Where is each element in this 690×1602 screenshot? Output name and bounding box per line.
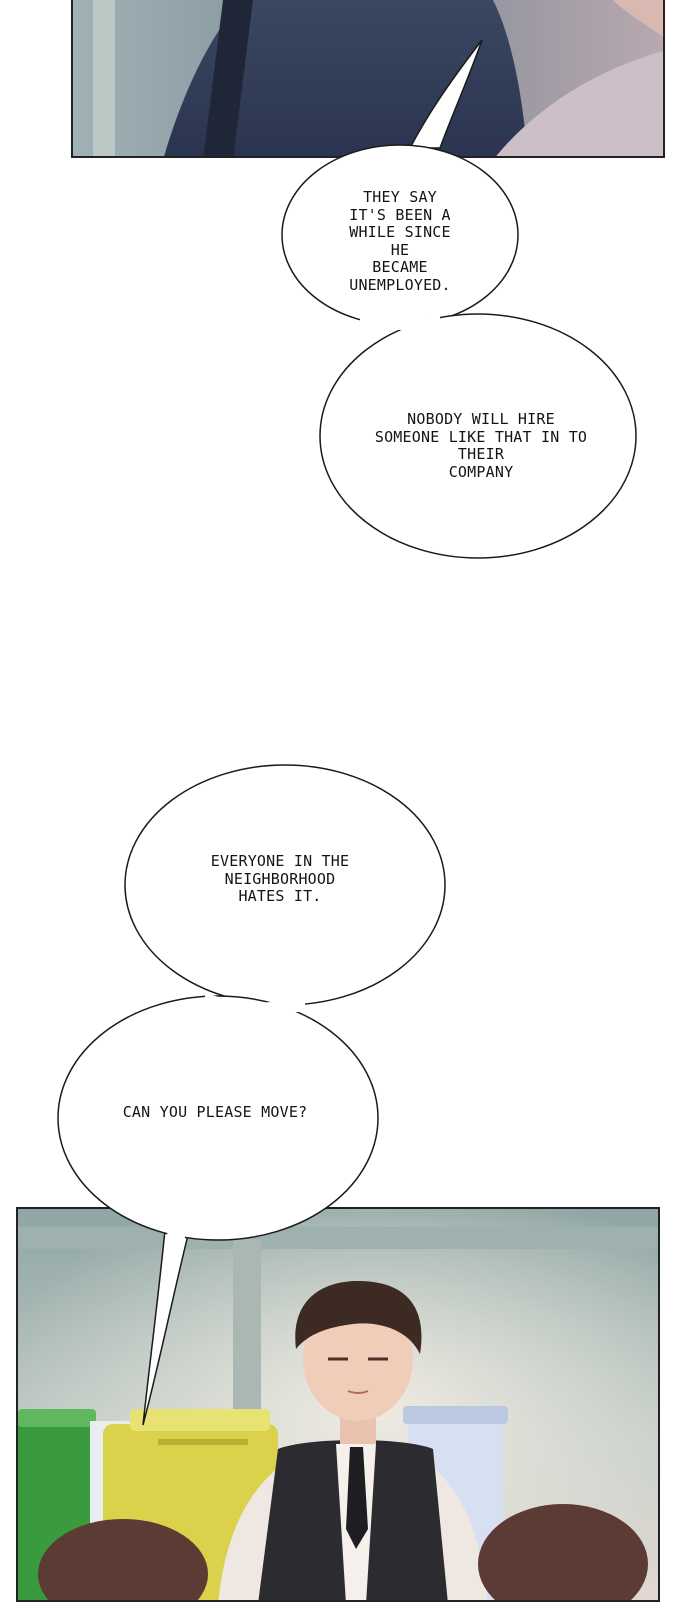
panel-bottom-artwork <box>18 1209 658 1600</box>
background-pillar <box>93 0 115 156</box>
foreground-head-left <box>38 1519 208 1600</box>
speech-bubble-4-text: CAN YOU PLEASE MOVE? <box>122 1103 308 1121</box>
bubble-join-1-2 <box>360 312 440 330</box>
foreground-head-right <box>478 1504 648 1600</box>
panel-top-artwork <box>73 0 663 156</box>
bubble-join-3-4 <box>205 992 305 1012</box>
speech-bubble-3-text: EVERYONE IN THE NEIGHBORHOOD HATES IT. <box>210 852 350 905</box>
speech-bubble-1-text: THEY SAY IT'S BEEN A WHILE SINCE HE BECA… <box>349 188 451 294</box>
comic-panel-bottom <box>16 1207 660 1602</box>
hair <box>295 1281 422 1354</box>
light-shirt <box>496 51 663 156</box>
comic-panel-top <box>71 0 665 158</box>
skin-neck <box>613 0 663 37</box>
jacket-lapel <box>203 0 253 156</box>
speech-bubble-2-text: NOBODY WILL HIRE SOMEONE LIKE THAT IN TO… <box>374 410 588 481</box>
man-character <box>218 1281 488 1600</box>
black-tie <box>346 1447 368 1549</box>
mouth <box>347 1390 369 1394</box>
wall-column <box>233 1239 261 1419</box>
wall-pipe <box>18 1227 658 1249</box>
